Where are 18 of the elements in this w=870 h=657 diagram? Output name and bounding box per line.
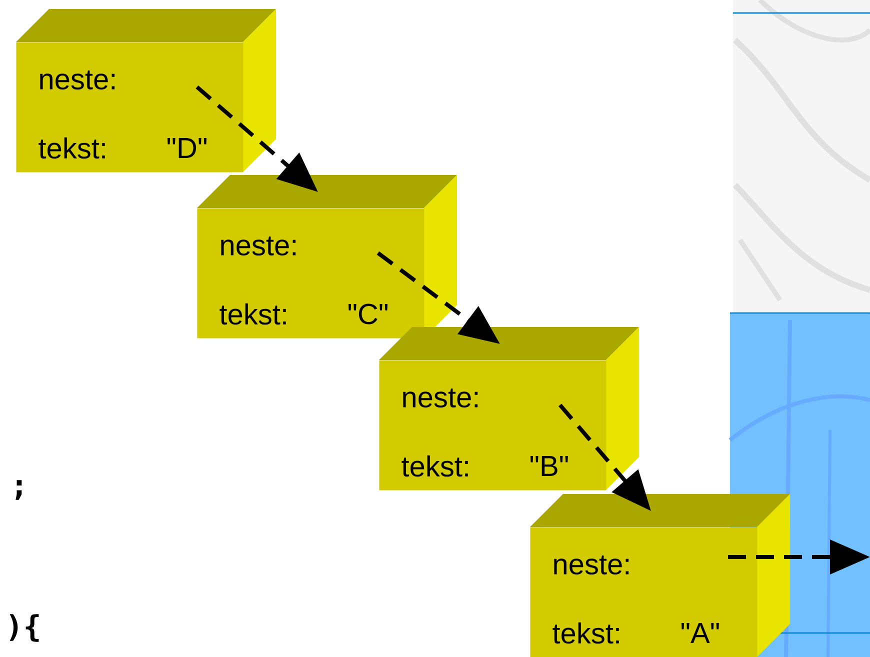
field-text: "C" (348, 304, 388, 324)
field-text: neste: (403, 388, 478, 408)
field-text: neste: (554, 556, 629, 575)
box (197, 175, 457, 338)
field-text: tekst: (552, 622, 619, 644)
field-text: tekst: (38, 137, 105, 159)
field-text: "A" (681, 623, 719, 643)
box (530, 494, 790, 657)
field-text: neste: (40, 70, 115, 90)
code-fragment: ){ (10, 614, 39, 642)
box (379, 327, 639, 490)
field-text: "B" (530, 456, 568, 476)
field-text: "D" (167, 138, 206, 158)
field-text: tekst: (402, 455, 468, 477)
box (16, 9, 276, 172)
code-fragment: ; (16, 480, 22, 500)
field-text: neste: (221, 236, 296, 256)
field-text: tekst: (220, 303, 286, 325)
